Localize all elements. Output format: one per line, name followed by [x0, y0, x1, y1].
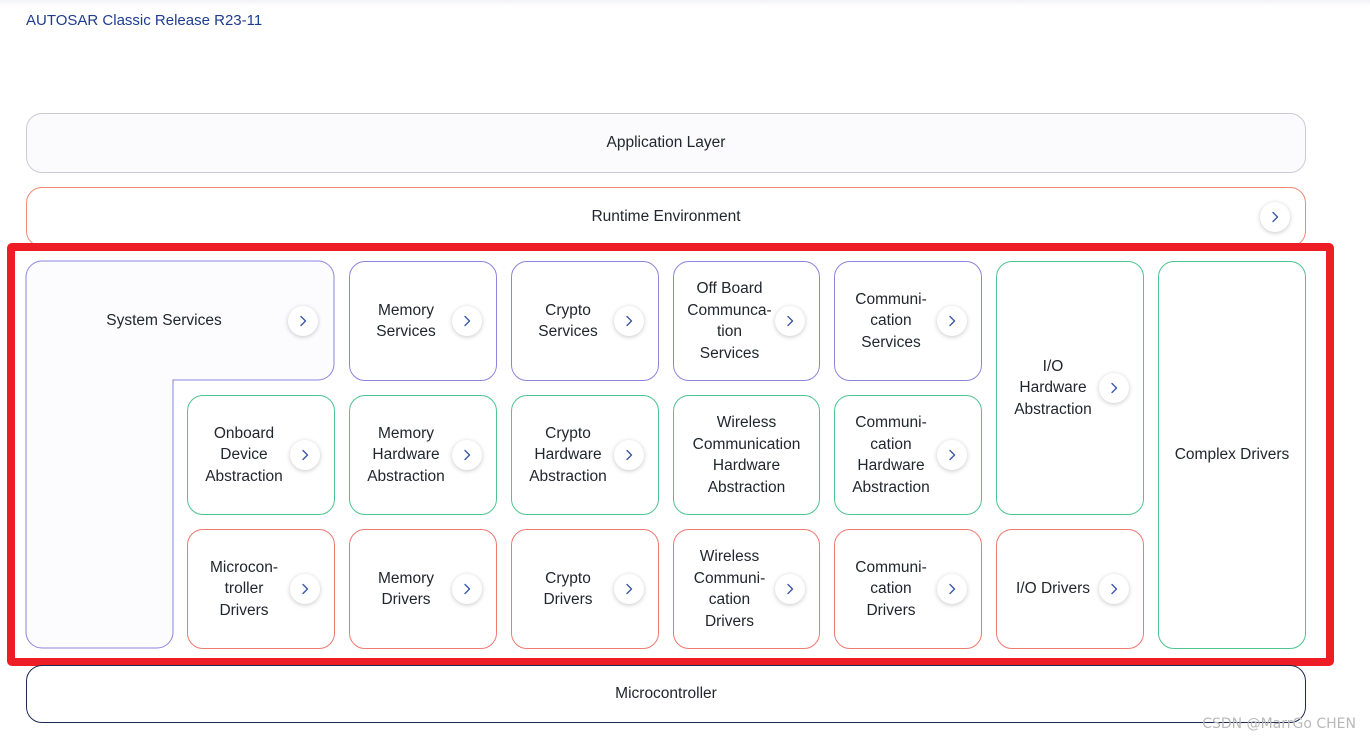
memory-drivers[interactable]: Memory Drivers [349, 529, 497, 649]
memory-drivers-label: Memory Drivers [378, 569, 434, 609]
onboard-device-abstraction[interactable]: Onboard Device Abstraction [187, 395, 335, 515]
chevron-right-icon[interactable] [775, 306, 805, 336]
io-hardware-abstraction[interactable]: I/O Hardware Abstraction [996, 261, 1144, 515]
crypto-hardware-abstraction[interactable]: Crypto Hardware Abstraction [511, 395, 659, 515]
runtime-environment[interactable]: Runtime Environment [26, 187, 1306, 247]
chevron-right-icon[interactable] [1260, 202, 1290, 232]
io-hardware-abstraction-label: I/O Hardware Abstraction [1014, 357, 1092, 418]
offboard-communication-services-label: Off Board Communca- tion Services [687, 280, 772, 362]
memory-services-label: Memory Services [376, 301, 436, 341]
memory-hardware-abstraction-label: Memory Hardware Abstraction [367, 424, 445, 485]
chevron-right-icon[interactable] [452, 440, 482, 470]
watermark: CSDN @MarrGo CHEN [1202, 716, 1356, 732]
chevron-right-icon[interactable] [775, 574, 805, 604]
chevron-right-icon[interactable] [290, 440, 320, 470]
crypto-services-label: Crypto Services [538, 301, 598, 341]
crypto-hardware-abstraction-label: Crypto Hardware Abstraction [529, 424, 607, 485]
memory-services[interactable]: Memory Services [349, 261, 497, 381]
chevron-right-icon[interactable] [452, 574, 482, 604]
chevron-right-icon[interactable] [1099, 373, 1129, 403]
runtime-environment-label: Runtime Environment [591, 208, 741, 226]
crypto-drivers-label: Crypto Drivers [543, 569, 593, 609]
crypto-services[interactable]: Crypto Services [511, 261, 659, 381]
microcontroller-layer[interactable]: Microcontroller [26, 665, 1306, 723]
chevron-right-icon[interactable] [614, 306, 644, 336]
release-link[interactable]: AUTOSAR Classic Release R23-11 [26, 12, 263, 29]
io-drivers[interactable]: I/O Drivers [996, 529, 1144, 649]
system-services-label: System Services [106, 312, 222, 330]
wireless-communication-drivers-label: Wireless Communi- cation Drivers [693, 548, 766, 630]
io-drivers-label: I/O Drivers [1015, 580, 1091, 598]
memory-hardware-abstraction[interactable]: Memory Hardware Abstraction [349, 395, 497, 515]
complex-drivers[interactable]: Complex Drivers [1158, 261, 1306, 649]
chevron-right-icon[interactable] [614, 574, 644, 604]
chevron-right-icon[interactable] [937, 440, 967, 470]
chevron-right-icon[interactable] [452, 306, 482, 336]
crypto-drivers[interactable]: Crypto Drivers [511, 529, 659, 649]
chevron-right-icon[interactable] [1099, 574, 1129, 604]
wireless-communication-hardware-abstraction-label: Wireless Communication Hardware Abstract… [692, 414, 801, 496]
wireless-communication-hardware-abstraction[interactable]: Wireless Communication Hardware Abstract… [673, 395, 820, 515]
application-layer-label: Application Layer [606, 134, 726, 152]
chevron-right-icon[interactable] [937, 306, 967, 336]
complex-drivers-label: Complex Drivers [1174, 446, 1290, 464]
communication-hardware-abstraction[interactable]: Communi- cation Hardware Abstraction [834, 395, 982, 515]
wireless-communication-drivers[interactable]: Wireless Communi- cation Drivers [673, 529, 820, 649]
onboard-device-abstraction-label: Onboard Device Abstraction [205, 424, 283, 485]
communication-hardware-abstraction-label: Communi- cation Hardware Abstraction [852, 414, 930, 496]
communication-services-label: Communi- cation Services [855, 290, 927, 351]
microcontroller-drivers-label: Microcon- troller Drivers [209, 558, 279, 619]
communication-drivers-label: Communi- cation Drivers [855, 558, 927, 619]
chevron-right-icon[interactable] [937, 574, 967, 604]
chevron-right-icon[interactable] [288, 306, 318, 336]
microcontroller-drivers[interactable]: Microcon- troller Drivers [187, 529, 335, 649]
chevron-right-icon[interactable] [614, 440, 644, 470]
chevron-right-icon[interactable] [290, 574, 320, 604]
system-services[interactable]: System Services [26, 261, 334, 381]
communication-services[interactable]: Communi- cation Services [834, 261, 982, 381]
communication-drivers[interactable]: Communi- cation Drivers [834, 529, 982, 649]
microcontroller-layer-label: Microcontroller [615, 685, 717, 703]
top-shadow [0, 0, 1370, 6]
offboard-communication-services[interactable]: Off Board Communca- tion Services [673, 261, 820, 381]
application-layer[interactable]: Application Layer [26, 113, 1306, 173]
